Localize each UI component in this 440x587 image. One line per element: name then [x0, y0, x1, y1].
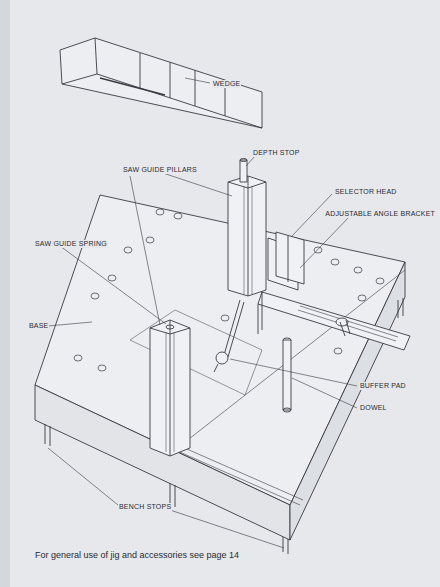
part-label: WEDGE	[212, 80, 241, 88]
part-label: BASE	[28, 322, 49, 330]
part-label: SAW GUIDE PILLARS	[122, 166, 198, 174]
part-label: BUFFER PAD	[359, 382, 407, 390]
part-label: DEPTH STOP	[252, 149, 301, 157]
part-label: SAW GUIDE SPRING	[34, 240, 108, 248]
footnote: For general use of jig and accessories s…	[34, 551, 240, 561]
part-label: ADJUSTABLE ANGLE BRACKET	[324, 210, 436, 218]
part-label: BENCH STOPS	[118, 503, 172, 511]
part-label: SELECTOR HEAD	[334, 188, 398, 196]
part-label: DOWEL	[359, 404, 388, 412]
